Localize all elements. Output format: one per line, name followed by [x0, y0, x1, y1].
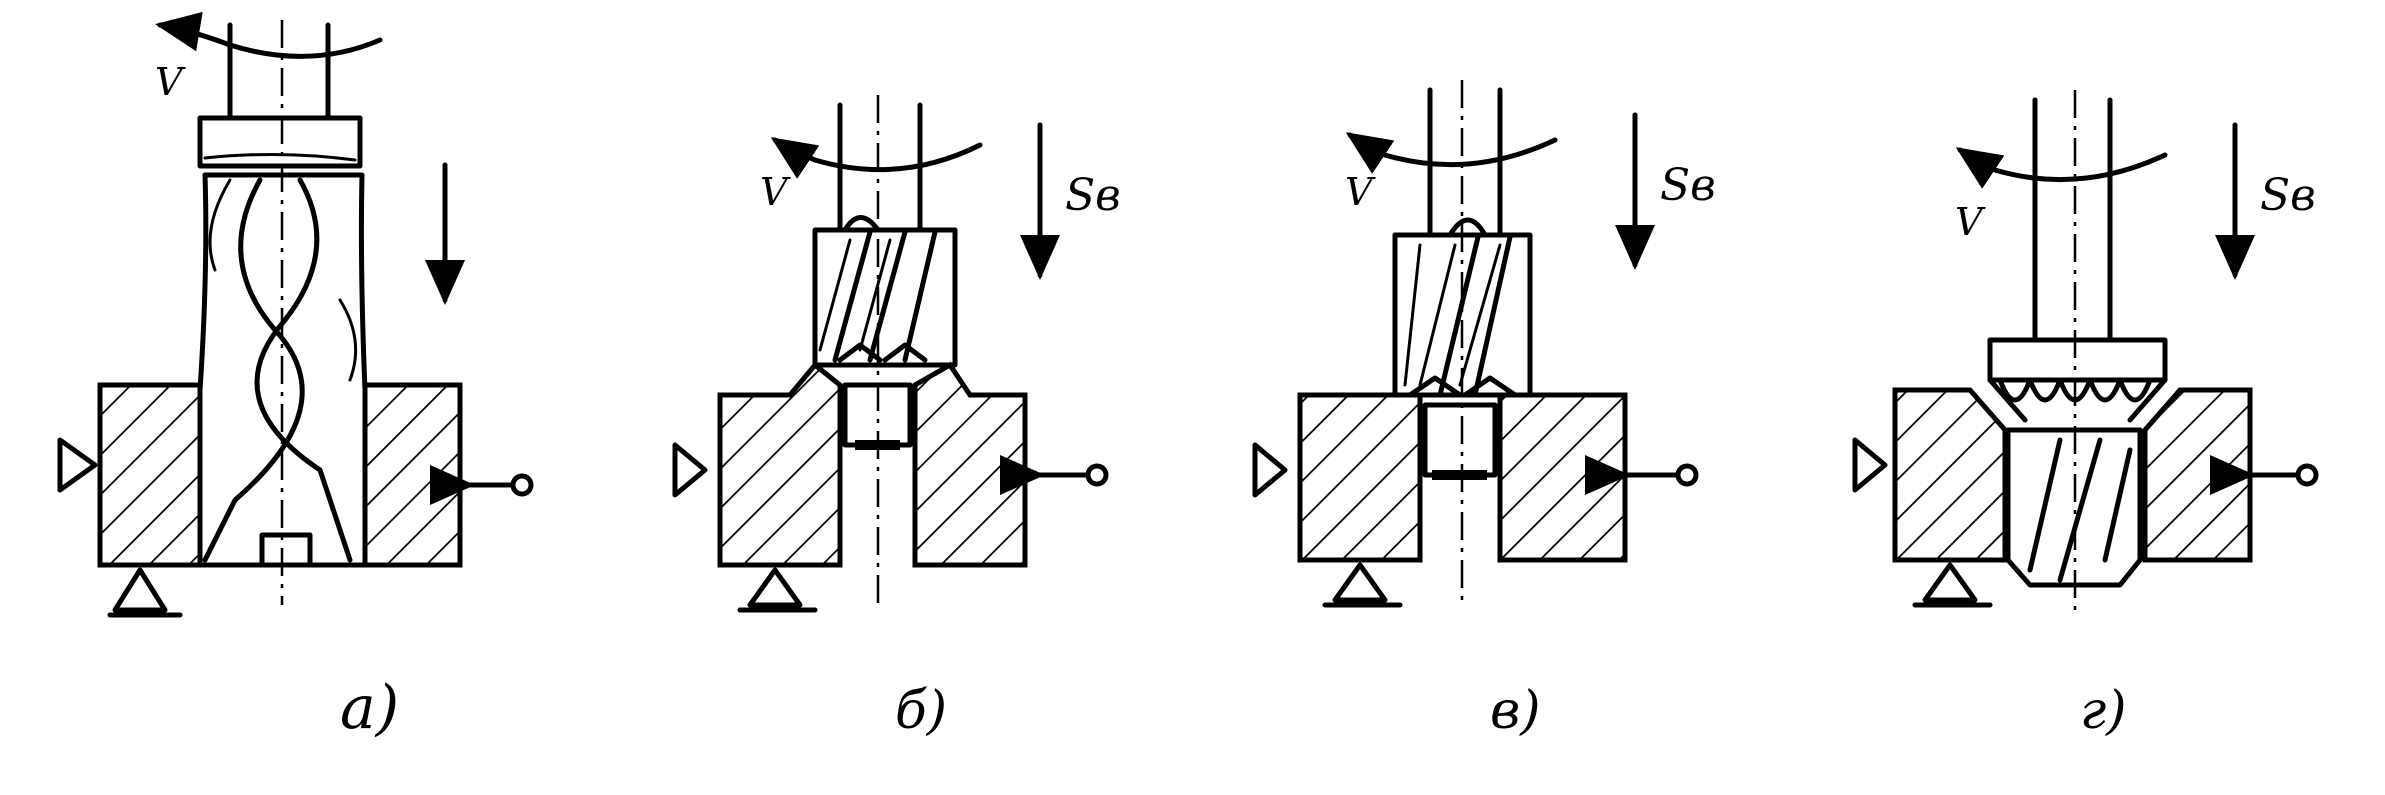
caption-c: в)	[1490, 681, 1541, 741]
caption-a: а)	[340, 673, 399, 743]
panel-d: V Sв г)	[1852, 90, 2319, 741]
velocity-label-a: V	[155, 60, 186, 104]
caption-d: г)	[2080, 681, 2127, 741]
caption-b: б)	[895, 681, 947, 741]
panel-c: V Sв в)	[1252, 80, 1716, 741]
panel-b: V Sв б)	[672, 95, 1121, 741]
panel-a: V а)	[57, 11, 534, 743]
velocity-label-d: V	[1955, 200, 1986, 244]
velocity-label-c: V	[1345, 170, 1376, 214]
feed-label-d: Sв	[2260, 170, 2316, 221]
feed-label-b: Sв	[1065, 170, 1121, 221]
velocity-label-b: V	[760, 170, 791, 214]
feed-label-c: Sв	[1660, 160, 1716, 211]
